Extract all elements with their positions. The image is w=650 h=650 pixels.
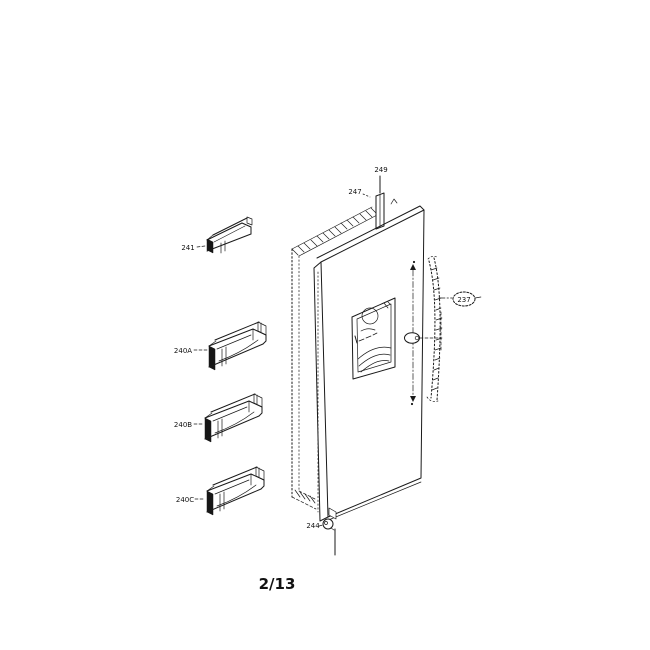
callout-basket-middle: 240B bbox=[174, 421, 205, 429]
callout-basket-upper: 240A bbox=[174, 347, 208, 355]
callout-handle: 237 bbox=[438, 291, 482, 307]
handle-bolt bbox=[404, 332, 420, 344]
door-top-hinge-pin bbox=[375, 175, 398, 230]
callout-basket-lower-label: 240C bbox=[176, 496, 194, 504]
door-basket-small bbox=[206, 216, 253, 254]
door-basket-lower bbox=[206, 466, 265, 516]
freezer-door-panel bbox=[313, 205, 425, 522]
callout-basket-upper-label: 240A bbox=[174, 347, 192, 355]
door-basket-middle bbox=[204, 393, 263, 443]
page-indicator: 2/13 bbox=[259, 575, 296, 593]
door-gasket bbox=[291, 206, 380, 510]
callout-basket-lower: 240C bbox=[176, 496, 205, 504]
callout-basket-middle-label: 240B bbox=[174, 421, 192, 429]
callout-handle-label: 237 bbox=[457, 296, 470, 304]
callout-basket-small: 241 bbox=[181, 244, 206, 252]
callout-door-top-label: 247 bbox=[348, 188, 361, 196]
callout-door-bottom-label: 244 bbox=[306, 522, 320, 530]
callout-door-top: 247 bbox=[348, 188, 371, 198]
callouts: 249 247 237 244 241 240A bbox=[174, 166, 482, 556]
callout-top-cap: 249 bbox=[374, 166, 387, 174]
callout-basket-small-label: 241 bbox=[181, 244, 194, 252]
dispenser-recess bbox=[351, 297, 396, 380]
callout-door-bottom: 244 bbox=[306, 518, 336, 556]
handle-axis-line bbox=[404, 260, 442, 406]
door-basket-upper bbox=[208, 321, 267, 371]
door-handle bbox=[426, 255, 443, 402]
callout-top-cap-label: 249 bbox=[374, 166, 387, 174]
